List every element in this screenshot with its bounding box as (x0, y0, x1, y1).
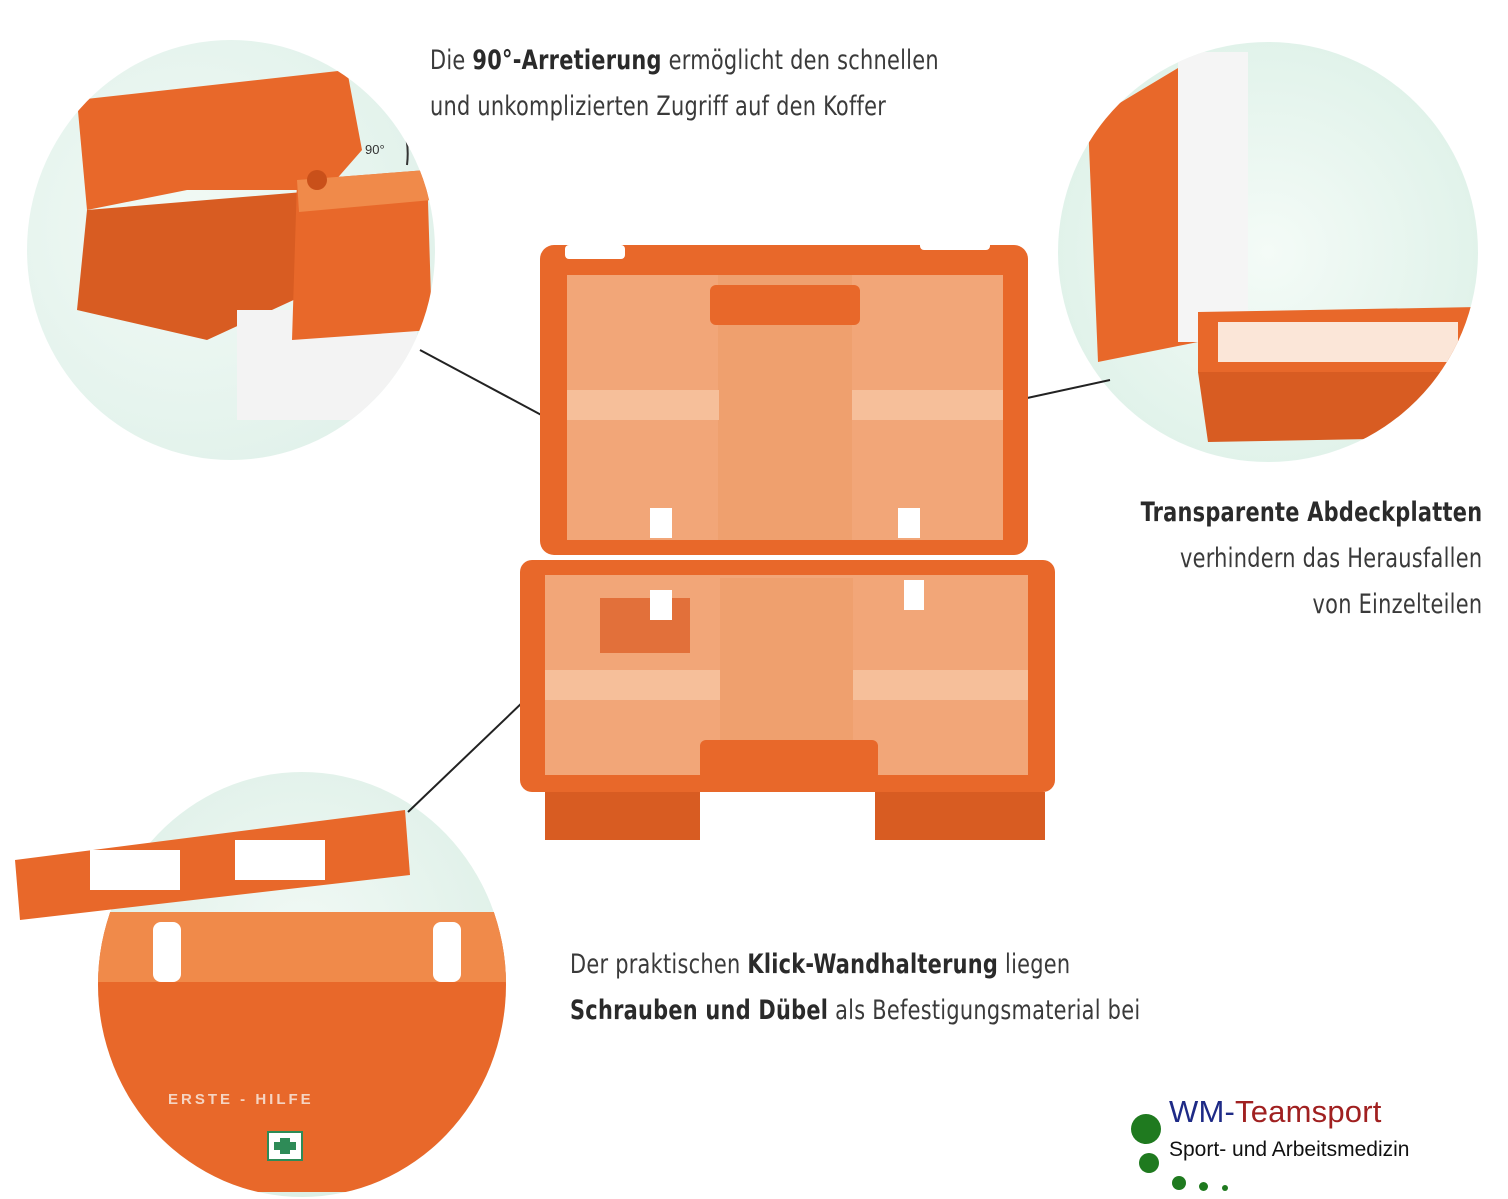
callout-plates-text: Transparente Abdeckplatten verhindern da… (1140, 490, 1482, 628)
callout-hinge-line1-bold: 90°-Arretierung (472, 45, 662, 76)
callout-plates-line2: verhindern das Herausfallen (1179, 543, 1482, 574)
logo-dot-icon (1222, 1185, 1228, 1191)
callout-mount-line2-bold: Schrauben und Dübel (570, 995, 829, 1026)
logo-dot-icon (1139, 1153, 1159, 1173)
wall-bracket (15, 810, 410, 920)
logo-subtitle: Sport- und Arbeitsmedizin (1169, 1138, 1410, 1161)
logo-title-part1: WM- (1169, 1094, 1236, 1129)
callout-hinge-line2: und unkomplizierten Zugriff auf den Koff… (430, 91, 887, 122)
callout-mount-line2: Schrauben und Dübel als Befestigungsmate… (570, 988, 1140, 1034)
callout-mount-line1-pre: Der praktischen (570, 949, 748, 980)
callout-mount-line1-bold: Klick-Wandhalterung (747, 949, 999, 980)
connector-line-lid (1017, 379, 1111, 401)
open-case (520, 232, 1055, 840)
callout-hinge-line1-post: ermöglicht den schnellen (661, 45, 939, 76)
logo-title-part2: Teamsport (1235, 1094, 1382, 1129)
logo-title: WM-Teamsport (1169, 1094, 1382, 1130)
callout-plates-line1: Transparente Abdeckplatten (1140, 497, 1482, 528)
logo-dot-icon (1131, 1114, 1161, 1144)
callout-mount-line1: Der praktischen Klick-Wandhalterung lieg… (570, 942, 1140, 988)
callout-plates-line3: von Einzelteilen (1312, 589, 1482, 620)
callout-mount-line2-post: als Befestigungsmaterial bei (828, 995, 1141, 1026)
case-label: ERSTE - HILFE (168, 1091, 314, 1108)
callout-mount-line1-post: liegen (998, 949, 1071, 980)
callout-hinge-text: Die 90°-Arretierung ermöglicht den schne… (430, 38, 939, 130)
callout-mount-text: Der praktischen Klick-Wandhalterung lieg… (570, 942, 1140, 1034)
callout-hinge-line1-pre: Die (430, 45, 473, 76)
wall-mount-illustration: ERSTE - HILFE (98, 912, 506, 1192)
hinge-illustration: 90° (77, 70, 432, 420)
angle-label: 90° (365, 142, 385, 157)
lid-detail-photo (1058, 42, 1478, 462)
logo-dot-icon (1199, 1182, 1208, 1191)
logo-dot-icon (1172, 1176, 1186, 1190)
connector-line-hinge (419, 349, 561, 426)
callout-hinge-line1: Die 90°-Arretierung ermöglicht den schne… (430, 38, 939, 84)
hinge-detail-photo: 90° (27, 40, 435, 460)
lid-illustration (1088, 52, 1478, 442)
